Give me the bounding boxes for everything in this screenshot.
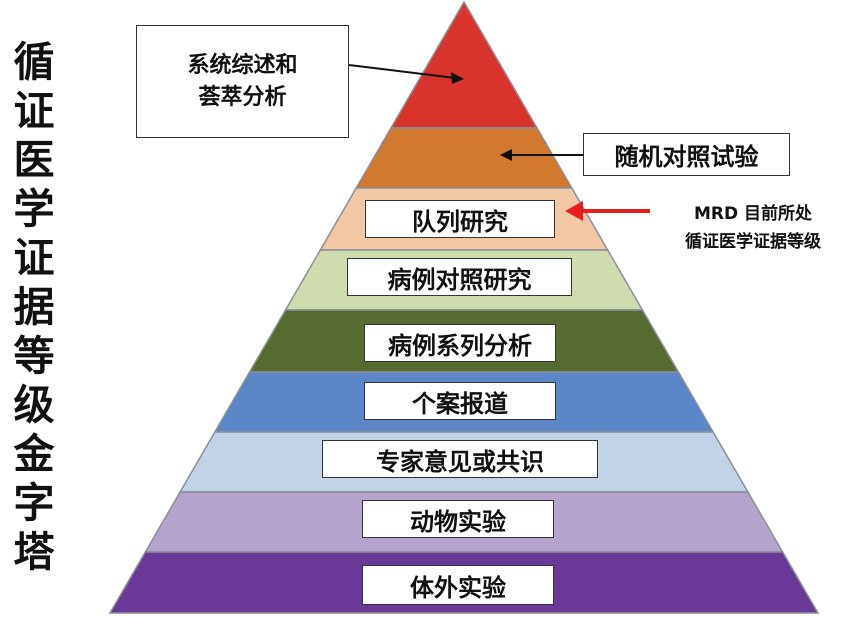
title-char: 据 (13, 283, 55, 331)
vertical-title: 循证医学证据等级金字塔 (10, 38, 58, 577)
tier-label-case-series: 病例系列分析 (364, 324, 556, 362)
tier-label-animal: 动物实验 (362, 500, 554, 538)
tier-label-text: 队列研究 (412, 207, 508, 236)
apex-label-line2: 荟萃分析 (198, 84, 287, 110)
tier-label-in-vitro: 体外实验 (362, 565, 554, 605)
current-level-arrow (565, 201, 650, 221)
title-char: 金 (13, 430, 55, 478)
current-level-note-line1: MRD 目前所处 (693, 204, 813, 224)
tier-label-text: 病例系列分析 (388, 331, 532, 360)
title-char: 塔 (13, 528, 55, 576)
tier-label-case-report: 个案报道 (364, 382, 556, 420)
rct-arrow (500, 149, 583, 161)
band-rct (354, 127, 574, 189)
current-level-note: MRD 目前所处 循证医学证据等级 (648, 200, 858, 256)
apex-label-line1: 系统综述和 (187, 52, 298, 78)
tier-label-text: 个案报道 (412, 389, 508, 418)
title-char: 等 (13, 332, 55, 380)
title-char: 字 (13, 479, 55, 527)
tier-label-text: 专家意见或共识 (376, 447, 544, 476)
tier-label-text: 体外实验 (410, 573, 506, 602)
tier-label-case-control: 病例对照研究 (347, 258, 572, 296)
tier-label-expert-opinion: 专家意见或共识 (322, 440, 598, 478)
tier-label-text: 病例对照研究 (387, 265, 532, 294)
title-char: 医 (13, 136, 55, 184)
title-char: 级 (13, 381, 55, 429)
title-char: 证 (13, 87, 55, 135)
rct-label-box: 随机对照试验 (583, 133, 790, 176)
tier-label-cohort: 队列研究 (365, 200, 555, 238)
title-char: 循 (13, 38, 55, 86)
rct-label: 随机对照试验 (614, 143, 759, 171)
apex-arrow (348, 64, 464, 84)
band-apex (389, 0, 539, 129)
current-level-note-line2: 循证医学证据等级 (685, 232, 821, 252)
apex-label-box: 系统综述和 荟萃分析 (136, 25, 349, 138)
tier-label-text: 动物实验 (410, 507, 506, 536)
title-char: 学 (13, 185, 55, 233)
title-char: 证 (13, 234, 55, 282)
